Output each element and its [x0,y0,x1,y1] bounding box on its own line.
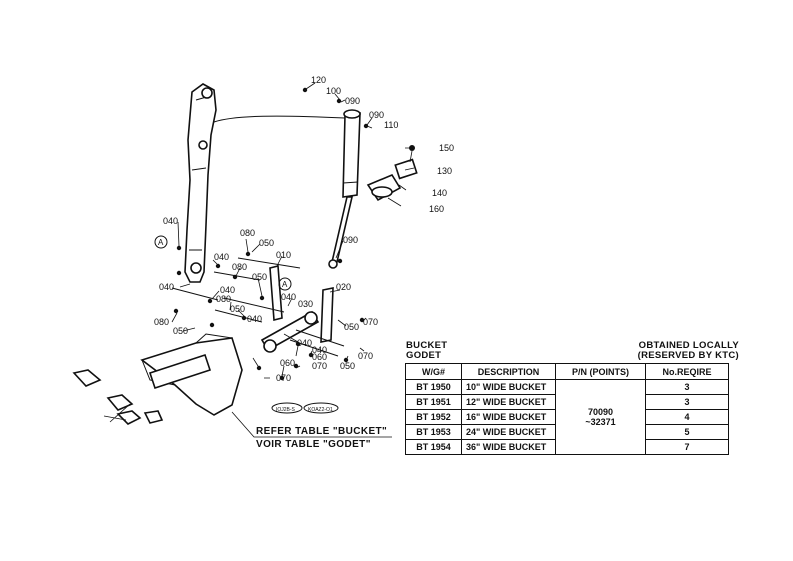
stamp-left-text: IOJ2B-S [276,407,296,413]
callout-040: 040 [312,345,327,355]
stamp-right-text: KOAZ2-O1 [308,407,333,413]
callout-050: 050 [259,238,274,248]
callout-010: 010 [276,250,291,260]
callout-090: 090 [369,110,384,120]
callout-080: 080 [240,228,255,238]
refer-table-note: REFER TABLE "BUCKET" VOIR TABLE "GODET" [256,425,387,451]
refer-pointer-line [231,411,392,438]
callout-050: 050 [252,272,267,282]
table-row: BT 1950 10" WIDE BUCKET 70090 ~32371 3 [405,379,729,455]
reference-marker-a-label: A [158,238,164,247]
bucket-note-en: BUCKET [406,340,448,351]
callout-110: 110 [384,120,398,130]
callout-080: 080 [154,317,169,327]
table-row: BT 1953 24" WIDE BUCKET 5 [405,424,729,440]
reference-marker-a: A [278,277,292,291]
cell-part-number: 70090 ~32371 [555,379,646,455]
callout-060: 060 [280,358,295,368]
reference-marker-a-label: A [282,280,288,289]
callout-050: 050 [344,322,359,332]
callout-050: 050 [230,304,245,314]
callout-030: 030 [298,299,313,309]
table-header-row: W/G# DESCRIPTION P/N (POINTS) No.REQIRE [405,363,729,380]
callout-040: 040 [297,338,312,348]
cell-wg: BT 1952 [405,409,462,425]
cell-description: 24" WIDE BUCKET [461,424,556,440]
table-row: BT 1951 12" WIDE BUCKET 3 [405,394,729,410]
refer-table-fr: VOIR TABLE "GODET" [256,439,371,450]
callout-040: 040 [159,282,174,292]
header-part-number: P/N (POINTS) [555,363,646,380]
hydraulic-hose [213,115,346,123]
callout-100: 100 [326,86,341,96]
callout-040: 040 [247,314,262,324]
bucket-note: BUCKET GODET [406,341,447,361]
leader-lines [171,82,415,379]
bucket-parts-table: W/G# DESCRIPTION P/N (POINTS) No.REQIRE … [405,363,729,455]
cell-description: 10" WIDE BUCKET [461,379,556,395]
bucket-teeth [72,369,164,425]
callout-040: 040 [163,216,178,226]
reference-marker-a: A [154,235,168,249]
dipper-arm [184,83,217,283]
table-row: BT 1954 36" WIDE BUCKET 7 [405,439,729,455]
callout-150: 150 [439,143,454,153]
bucket-cylinder [328,109,361,269]
callout-050: 050 [173,326,188,336]
callout-090: 090 [345,96,360,106]
callout-090: 090 [343,235,358,245]
callout-040: 040 [214,252,229,262]
header-description: DESCRIPTION [461,363,556,380]
callout-labels: 120 100 090 090 110 150 130 140 160 040 … [154,75,454,383]
cell-quantity: 3 [645,394,729,410]
linkage [171,257,345,357]
callout-070: 070 [363,317,378,327]
callout-160: 160 [429,204,444,214]
callout-140: 140 [432,188,447,198]
cell-quantity: 3 [645,379,729,395]
cell-description: 12" WIDE BUCKET [461,394,556,410]
callout-070: 070 [276,373,291,383]
header-quantity: No.REQIRE [645,363,729,380]
callout-040: 040 [281,292,296,302]
cell-quantity: 4 [645,409,729,425]
cell-quantity: 5 [645,424,729,440]
part-number-range: ~32371 [585,417,616,427]
callout-020: 020 [336,282,351,292]
refer-table-en: REFER TABLE "BUCKET" [256,426,388,437]
bucket-note-fr: GODET [406,350,442,361]
part-number-value: 70090 [587,407,614,417]
cell-wg: BT 1953 [405,424,462,440]
callout-050: 050 [340,361,355,371]
callout-080: 080 [216,294,231,304]
callout-130: 130 [437,166,452,176]
callout-070: 070 [358,351,373,361]
cell-description: 16" WIDE BUCKET [461,409,556,425]
obtained-locally-text: OBTAINED LOCALLY [638,340,739,351]
drawing-stamps: IOJ2B-S KOAZ2-O1 [271,402,339,414]
cell-quantity: 7 [645,439,729,455]
cell-wg: BT 1954 [405,439,462,455]
reserved-by-ktc-text: (RESERVED BY KTC) [637,350,739,361]
callout-070: 070 [312,361,327,371]
cell-description: 36" WIDE BUCKET [461,439,556,455]
callout-060: 060 [312,352,327,362]
table-row: BT 1952 16" WIDE BUCKET 4 [405,409,729,425]
cell-wg: BT 1950 [405,379,462,395]
obtained-locally-note: OBTAINED LOCALLY (RESERVED BY KTC) [638,341,739,361]
bucket [140,333,243,416]
header-wg: W/G# [405,363,462,380]
callout-120: 120 [311,75,326,85]
cell-wg: BT 1951 [405,394,462,410]
grease-fitting-assembly [366,145,418,202]
callout-080: 080 [232,262,247,272]
callout-040: 040 [220,285,235,295]
